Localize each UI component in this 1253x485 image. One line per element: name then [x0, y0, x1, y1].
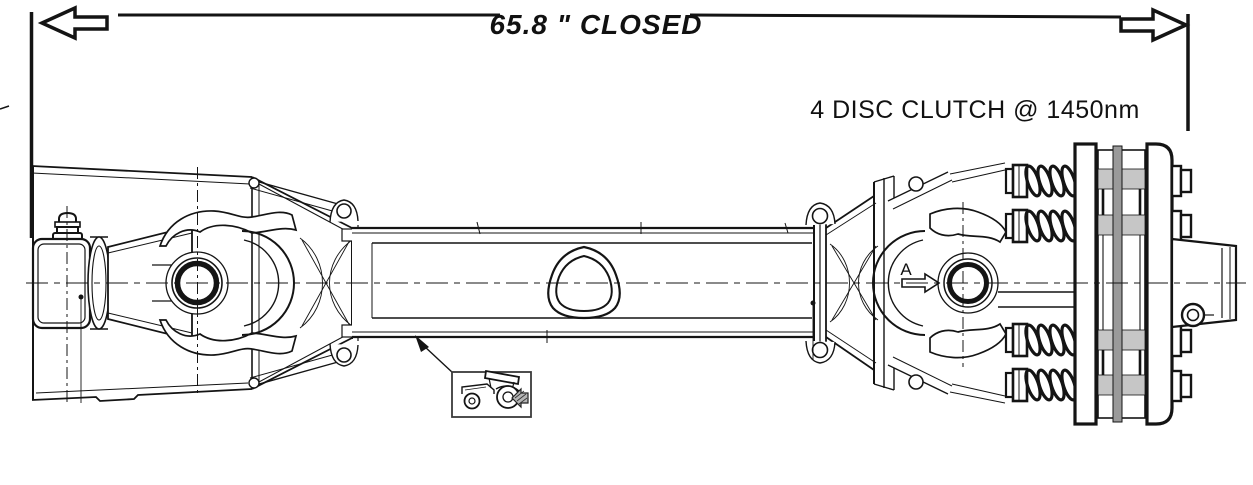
center-disc-gray — [1112, 145, 1123, 423]
clutch-spec-label: 4 DISC CLUTCH @ 1450nm — [810, 96, 1140, 124]
tube-profile-triangle-symbol — [547, 245, 621, 320]
yoke-arm-right-bottom — [929, 322, 1007, 359]
centerlines — [26, 167, 1246, 403]
guard-bell-right-wing-top — [805, 162, 1006, 226]
guard-shield-left-wing-top — [248, 177, 359, 223]
disc-clutch-assembly — [1073, 142, 1238, 426]
friction-disc-stack — [1097, 145, 1146, 423]
attach-direction-left-arrow-icon — [511, 387, 529, 409]
dimension-arrow-right-icon — [1119, 7, 1191, 43]
universal-joint-right — [872, 207, 1075, 359]
yoke-arm-right-top — [929, 207, 1007, 244]
hub-pin-hole — [1180, 302, 1206, 328]
yoke-arm-left-bottom — [158, 319, 298, 356]
guard-shield-left-wing-bottom — [248, 343, 359, 389]
dimension-line-right-segment — [689, 13, 1122, 19]
clutch-plate-right — [1145, 142, 1174, 426]
tractor-icon — [461, 369, 521, 410]
guard-tube — [352, 221, 814, 343]
edge-tick — [0, 105, 10, 110]
clutch-plate-left — [1073, 142, 1098, 426]
dimension-callout: 65.8 " CLOSED — [29, 5, 1191, 238]
yoke-arm-left-top — [158, 210, 298, 247]
leader-line — [423, 345, 454, 374]
view-marker-letter: A — [900, 260, 912, 279]
warning-decal-callout — [415, 335, 532, 418]
closed-length-label: 65.8 " CLOSED — [489, 9, 702, 40]
dimension-arrow-left-icon — [37, 5, 109, 41]
